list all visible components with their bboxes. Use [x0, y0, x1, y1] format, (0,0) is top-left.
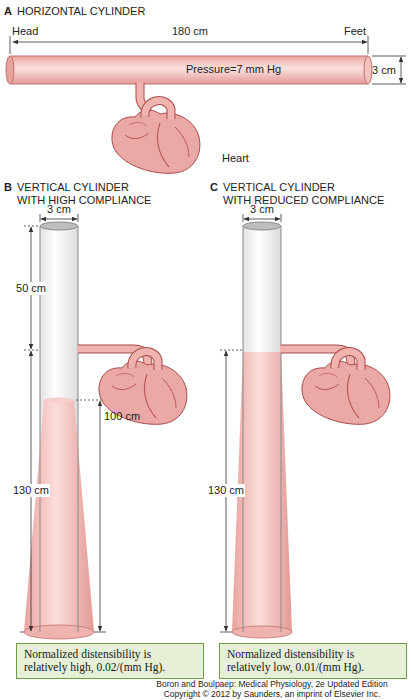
dimension-lines [20, 214, 106, 632]
pressure-label: Pressure=7 mm Hg [186, 63, 281, 76]
end-label: Head [12, 25, 38, 38]
dimension-label: 3 cm [250, 203, 274, 216]
panel-letter: B [4, 181, 12, 194]
panel-title: WITH HIGH COMPLIANCE [17, 194, 151, 207]
heart-drawing [99, 352, 187, 425]
dimension-label: 130 cm [207, 484, 245, 497]
dimension-label: 180 cm [172, 25, 208, 38]
horizontal-cylinder-region: Pressure=7 mm Hg [10, 56, 368, 84]
note-text: Normalized distensibility is relatively … [227, 648, 399, 674]
panel-title: HORIZONTAL CYLINDER [17, 5, 145, 18]
dimension-label: 100 cm [104, 410, 140, 423]
panel-letter: C [210, 181, 218, 194]
vertical-cylinder-reduced [232, 222, 292, 638]
panel-letter: A [4, 5, 12, 18]
panel-title: WITH REDUCED COMPLIANCE [223, 194, 384, 207]
note-box: Normalized distensibility is relatively … [16, 643, 204, 679]
dimension-label: 130 cm [12, 484, 50, 497]
credit-line: Copyright © 2012 by Saunders, an imprint… [164, 689, 381, 699]
heart-drawing [112, 101, 200, 174]
panel-title: VERTICAL CYLINDER [17, 181, 129, 194]
dimension-lines [220, 214, 281, 632]
credit-line: Boron and Boulpaep: Medical Physiology, … [156, 679, 387, 689]
end-label: Feet [344, 25, 366, 38]
horizontal-cylinder [6, 56, 372, 84]
dimension-label: 3 cm [372, 64, 396, 77]
dimension-lines [10, 36, 406, 84]
heart-drawing [302, 352, 390, 425]
note-text: Normalized distensibility is relatively … [24, 648, 196, 674]
note-box: Normalized distensibility is relatively … [219, 643, 407, 679]
dimension-label: 50 cm [15, 282, 47, 295]
panel-title: VERTICAL CYLINDER [223, 181, 335, 194]
dimension-label: 3 cm [47, 203, 71, 216]
organ-label: Heart [222, 152, 249, 165]
